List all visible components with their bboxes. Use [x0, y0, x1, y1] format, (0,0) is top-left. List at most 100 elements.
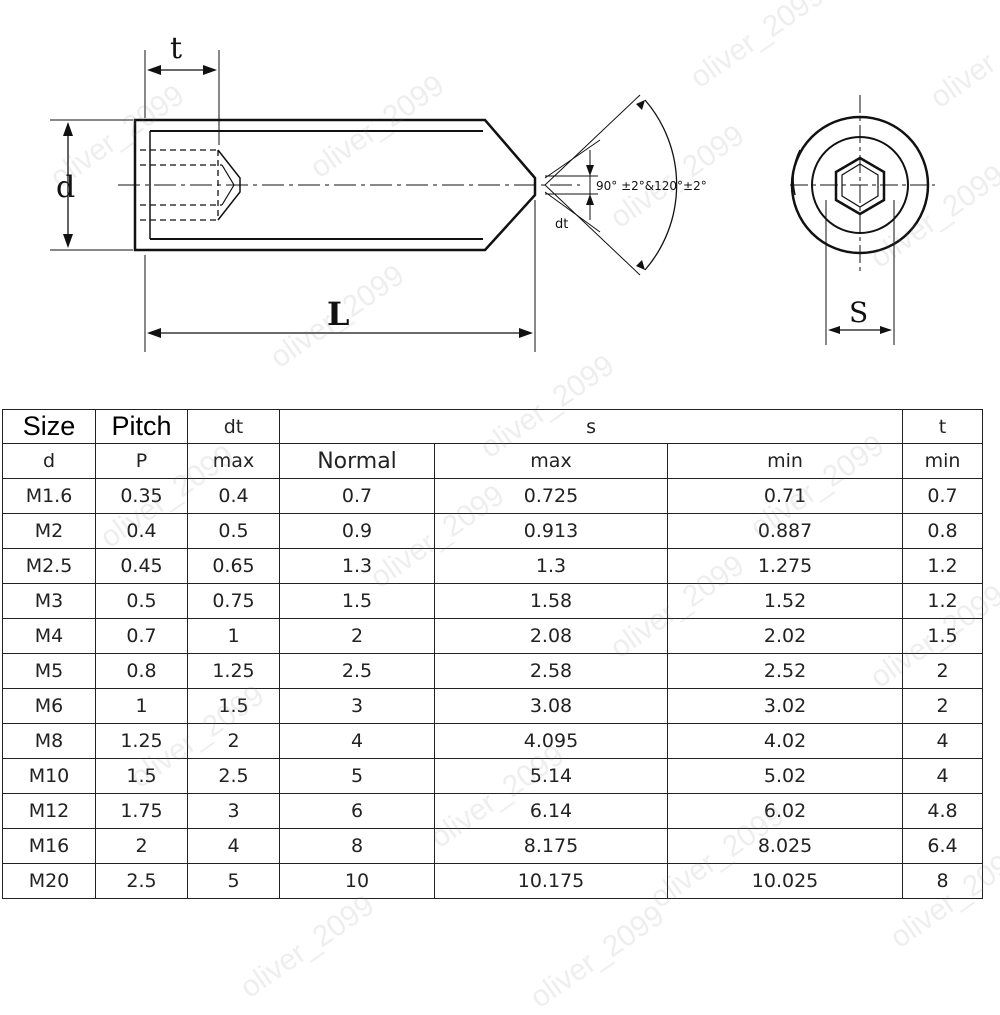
cell-pitch: 1.25: [95, 723, 188, 759]
header-s: s: [278, 409, 904, 444]
cell-pitch: 0.8: [95, 653, 188, 689]
header-pitch: Pitch: [95, 409, 188, 444]
cell-pitch: 1: [95, 688, 188, 724]
cell-s-normal: 0.7: [279, 478, 435, 514]
cell-s-min: 3.02: [666, 688, 904, 724]
cell-size: M12: [2, 793, 96, 829]
cell-s-normal: 3: [279, 688, 435, 724]
cell-s-max: 1.58: [434, 583, 668, 619]
subheader-pitch: P: [95, 443, 188, 479]
cell-size: M1.6: [2, 478, 96, 514]
cell-size: M2: [2, 513, 96, 549]
subheader-s-max: max: [434, 443, 668, 479]
subheader-size: d: [2, 443, 96, 479]
cell-dt-max: 0.5: [187, 513, 280, 549]
cell-size: M20: [2, 863, 96, 899]
cell-t-min: 8: [902, 863, 984, 899]
cell-size: M3: [2, 583, 96, 619]
screw-body-outline: [133, 118, 537, 252]
cell-s-max: 1.3: [434, 548, 668, 584]
watermark: oliver_2099: [234, 888, 381, 1005]
label-t: t: [170, 31, 182, 66]
cell-dt-max: 4: [187, 828, 280, 864]
cell-s-max: 10.175: [434, 863, 668, 899]
header-row-2: d P max Normal max min min: [2, 443, 984, 479]
cell-t-min: 2: [902, 653, 984, 689]
label-angle: 90° ±2°&120°±2°: [596, 179, 707, 193]
cell-size: M5: [2, 653, 96, 689]
cell-dt-max: 2.5: [187, 758, 280, 794]
cell-size: M8: [2, 723, 96, 759]
cell-dt-max: 2: [187, 723, 280, 759]
cell-s-min: 0.887: [666, 513, 904, 549]
header-dt: dt: [187, 409, 280, 444]
header-row-1: Size Pitch dt s t: [2, 409, 984, 444]
cell-t-min: 4: [902, 723, 984, 759]
cell-s-min: 0.71: [666, 478, 904, 514]
cell-s-min: 2.52: [666, 653, 904, 689]
cell-s-max: 0.913: [434, 513, 668, 549]
cell-s-max: 2.58: [434, 653, 668, 689]
cell-t-min: 4: [902, 758, 984, 794]
cell-s-min: 10.025: [666, 863, 904, 899]
cell-pitch: 1.75: [95, 793, 188, 829]
cell-s-max: 5.14: [434, 758, 668, 794]
cell-s-max: 8.175: [434, 828, 668, 864]
label-L: L: [327, 295, 350, 333]
cell-size: M10: [2, 758, 96, 794]
cell-s-min: 6.02: [666, 793, 904, 829]
cell-s-normal: 1.5: [279, 583, 435, 619]
cell-t-min: 1.2: [902, 548, 984, 584]
cell-s-max: 0.725: [434, 478, 668, 514]
angle-arc: [644, 99, 678, 271]
cell-dt-max: 1.5: [187, 688, 280, 724]
cell-s-min: 1.52: [666, 583, 904, 619]
subheader-s-min: min: [666, 443, 904, 479]
cell-s-max: 2.08: [434, 618, 668, 654]
cell-pitch: 2: [95, 828, 188, 864]
label-dt: dt: [555, 217, 568, 232]
cell-size: M16: [2, 828, 96, 864]
cell-s-max: 6.14: [434, 793, 668, 829]
cell-pitch: 1.5: [95, 758, 188, 794]
cell-s-max: 3.08: [434, 688, 668, 724]
cell-t-min: 4.8: [902, 793, 984, 829]
subheader-dt: max: [187, 443, 280, 479]
cell-pitch: 2.5: [95, 863, 188, 899]
cell-s-min: 4.02: [666, 723, 904, 759]
cell-s-normal: 5: [279, 758, 435, 794]
set-screw-drawing: t d L S dt 90° ±2°&120°±2°: [50, 31, 935, 352]
cell-s-min: 2.02: [666, 618, 904, 654]
cell-s-min: 1.275: [666, 548, 904, 584]
cell-s-min: 8.025: [666, 828, 904, 864]
cell-s-normal: 10: [279, 863, 435, 899]
subheader-t: min: [902, 443, 984, 479]
cell-size: M2.5: [2, 548, 96, 584]
cell-pitch: 0.5: [95, 583, 188, 619]
cell-dt-max: 1.25: [187, 653, 280, 689]
cell-pitch: 0.35: [95, 478, 188, 514]
cell-t-min: 1.5: [902, 618, 984, 654]
cell-dt-max: 0.65: [187, 548, 280, 584]
cell-s-normal: 4: [279, 723, 435, 759]
cell-size: M4: [2, 618, 96, 654]
spec-table: Size Pitch dt s t d P max Normal max min…: [2, 409, 984, 899]
cell-s-normal: 2.5: [279, 653, 435, 689]
label-d: d: [56, 170, 75, 205]
cell-pitch: 0.7: [95, 618, 188, 654]
watermark: oliver_2099: [524, 898, 671, 1015]
label-s: S: [849, 296, 868, 329]
header-size: Size: [2, 409, 96, 444]
cell-s-normal: 6: [279, 793, 435, 829]
